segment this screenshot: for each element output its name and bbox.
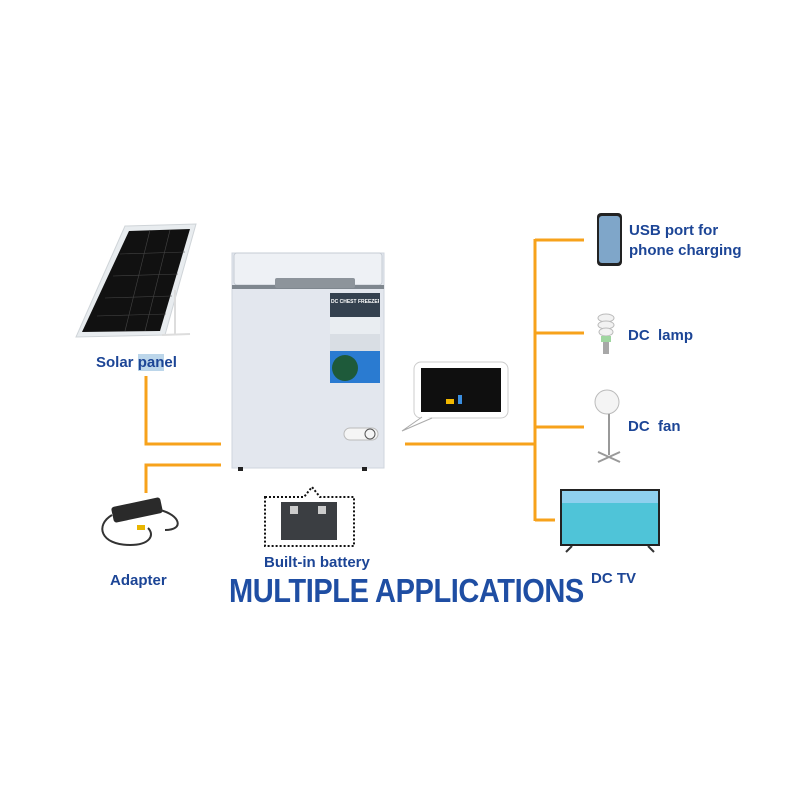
freezer-product-name: DC CHEST FREEZER [331,299,379,305]
usb-label-line1: USB port for [629,222,719,239]
fan-image [594,389,621,463]
solar-label-highlight: pan [137,354,165,371]
phone-image [597,213,622,266]
solar-connector [144,376,221,446]
dc-tv-label: DC TV [591,570,636,587]
page-title: MULTIPLE APPLICATIONS [229,572,584,609]
solar-panel-label: Solar panel [96,354,177,371]
battery-label: Built-in battery [264,554,370,571]
dc-lamp-label: DC lamp [628,327,694,344]
solar-label-part: Solar [96,354,138,371]
tv-image [560,489,660,553]
solar-label-part: el [164,354,177,371]
dc-fan-label: DC fan [628,418,681,435]
usb-label-line2: phone charging [629,242,742,259]
adapter-image [101,497,179,547]
adapter-connector [144,463,221,493]
solar-panel-image [75,223,197,338]
connector-lines [144,238,584,522]
usb-port-label: USB port for phone charging [629,221,742,261]
battery-image [264,485,355,547]
chest-freezer-image [231,252,385,471]
adapter-label: Adapter [110,572,167,589]
control-panel-callout [401,361,509,432]
lamp-image [597,313,615,354]
